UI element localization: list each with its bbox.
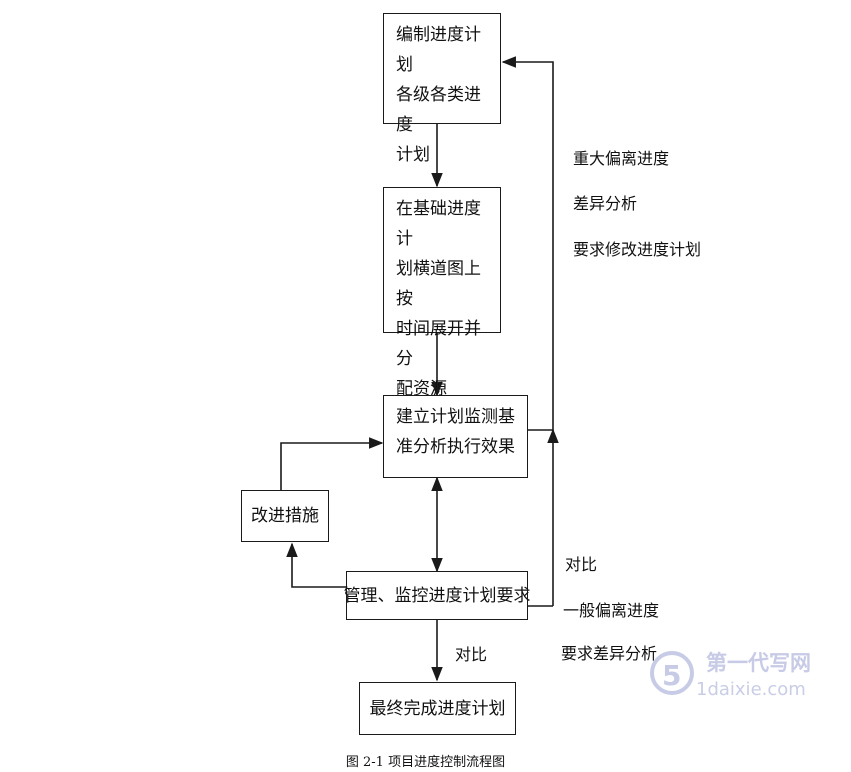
label-general-deviation: 一般偏离进度 (563, 601, 660, 620)
label-require-revision: 要求修改进度计划 (573, 240, 702, 259)
compile-plan-box: 编制进度计划 各级各类进度 计划 (383, 13, 501, 165)
expand-allocate-box: 在基础进度计 划横道图上按 时间展开并分 配资源 (383, 187, 501, 399)
label-compare-bottom: 对比 (455, 645, 488, 664)
manage-monitor-box: 管理、监控进度计划要求 (344, 571, 531, 620)
arrow-manage-to-improvement (286, 542, 346, 588)
label-major-deviation: 重大偏离进度 (573, 149, 670, 168)
improvement-box: 改进措施 (241, 490, 329, 542)
label-variance-analysis: 差异分析 (573, 194, 638, 213)
label-require-variance: 要求差异分析 (561, 644, 658, 663)
watermark: 5 第一代写网 1daixie.com (648, 643, 848, 703)
watermark-en-text: 1daixie.com (696, 679, 806, 700)
baseline-monitor-box: 建立计划监测基 准分析执行效果 (383, 395, 528, 478)
watermark-cn-text: 第一代写网 (706, 651, 811, 675)
svg-text:5: 5 (662, 659, 681, 692)
arrow-improvement-to-baseline (280, 437, 384, 490)
final-complete-box: 最终完成进度计划 (359, 682, 516, 735)
figure-caption: 图 2-1 项目进度控制流程图 (345, 755, 506, 770)
watermark-logo-icon: 5 (650, 651, 694, 695)
label-compare-right: 对比 (565, 555, 598, 574)
feedback-major-deviation-line (501, 56, 554, 431)
